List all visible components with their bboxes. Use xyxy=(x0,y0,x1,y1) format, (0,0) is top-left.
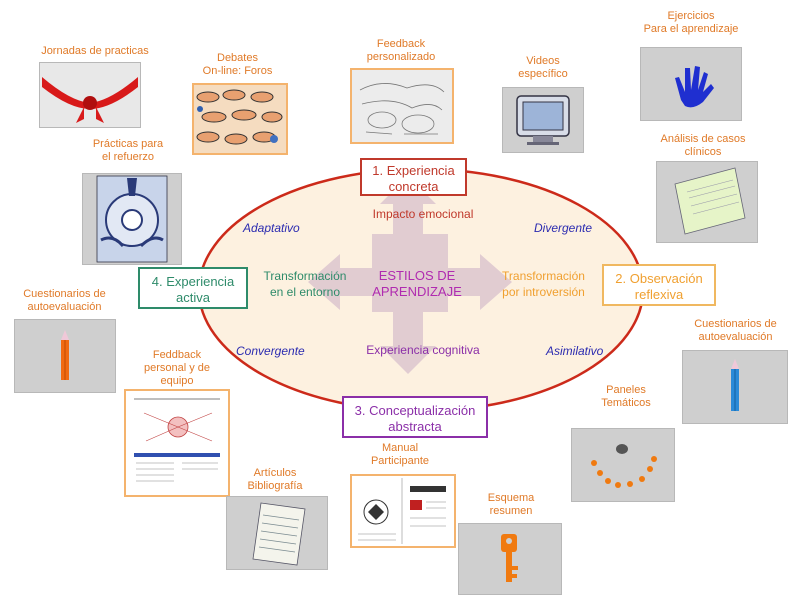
paneles-thumb[interactable] xyxy=(571,428,675,502)
axis-label-left-line1: Transformación xyxy=(263,269,347,283)
axis-label-right-line2: por introversión xyxy=(502,285,585,299)
phase-concreta-line2: concreta xyxy=(388,179,439,194)
axis-label-right: Transformación por introversión xyxy=(486,268,601,300)
esquema-thumb[interactable] xyxy=(458,523,562,595)
phase-concreta: 1. Experiencia concreta xyxy=(360,158,467,196)
axis-label-right-line1: Transformación xyxy=(502,269,585,283)
mindmap-icon xyxy=(126,391,228,495)
workbench-icon xyxy=(96,175,168,263)
feedback-equipo-caption-line3: equipo xyxy=(160,375,194,387)
videos-caption-line2: específico xyxy=(518,68,568,80)
center-title-line1: ESTILOS DE xyxy=(378,268,456,283)
analisis-caption-line1: Análisis de casos xyxy=(660,133,746,145)
esquema-caption: Esquema resumen xyxy=(476,492,546,518)
phase-activa-line1: 4. Experiencia xyxy=(151,274,235,289)
axis-label-top: Impacto emocional xyxy=(372,207,474,221)
article-icon xyxy=(252,502,306,566)
axis-label-bottom: Experiencia cognitiva xyxy=(366,343,480,357)
ribbon-icon xyxy=(42,77,138,123)
ejercicios-caption-line2: Para el aprendizaje xyxy=(643,23,739,35)
paneles-caption: Paneles Temáticos xyxy=(586,384,666,410)
phase-abstracta-line1: 3. Conceptualización xyxy=(354,403,476,418)
articulos-caption-line1: Artículos xyxy=(253,467,297,479)
cuestionarios-left-thumb[interactable] xyxy=(14,319,116,393)
ejercicios-caption-line1: Ejercicios xyxy=(667,10,715,22)
document-icon xyxy=(674,167,746,235)
esquema-caption-line1: Esquema xyxy=(487,492,535,504)
debates-caption: Debates On-line: Foros xyxy=(185,52,290,78)
phase-abstracta-line2: abstracta xyxy=(388,419,442,434)
feedback-equipo-caption: Feddback personal y de equipo xyxy=(132,349,222,388)
analisis-thumb[interactable] xyxy=(656,161,758,243)
videos-thumb[interactable] xyxy=(502,87,584,153)
ejercicios-caption: Ejercicios Para el aprendizaje xyxy=(626,10,756,36)
phase-concreta-line1: 1. Experiencia xyxy=(372,163,455,178)
debates-caption-line2: On-line: Foros xyxy=(202,65,273,77)
videos-caption-line1: Videos xyxy=(526,55,560,67)
style-asimilativo: Asimilativo xyxy=(546,344,604,358)
debates-thumb[interactable] xyxy=(192,83,288,155)
feedback-equipo-thumb[interactable] xyxy=(124,389,230,497)
videos-caption: Videos específico xyxy=(498,55,588,81)
articulos-caption: Artículos Bibliografía xyxy=(240,467,310,493)
esquema-caption-line2: resumen xyxy=(489,505,533,517)
practicas-refuerzo-caption-line1: Prácticas para xyxy=(92,138,164,150)
cuestionarios-right-caption: Cuestionarios de autoevaluación xyxy=(683,318,788,344)
feedback-personalizado-caption-line2: personalizado xyxy=(366,51,436,63)
smiley-icon xyxy=(591,444,657,488)
center-title: ESTILOS DE APRENDIZAJE xyxy=(352,268,482,300)
practicas-refuerzo-thumb[interactable] xyxy=(82,173,182,265)
feedback-equipo-caption-line1: Feddback xyxy=(152,349,202,361)
practicas-refuerzo-caption: Prácticas para el refuerzo xyxy=(78,138,178,164)
articulos-thumb[interactable] xyxy=(226,496,328,570)
feedback-personalizado-caption: Feedback personalizado xyxy=(346,38,456,64)
pencil-icon xyxy=(61,330,69,380)
articulos-caption-line2: Bibliografía xyxy=(247,480,303,492)
feedback-personalizado-caption-line1: Feedback xyxy=(376,38,426,50)
axis-label-left-line2: en el entorno xyxy=(269,285,341,299)
feedback-personalizado-thumb[interactable] xyxy=(350,68,454,144)
jornadas-thumb[interactable] xyxy=(39,62,141,128)
cuestionarios-right-thumb[interactable] xyxy=(682,350,788,424)
cuestionarios-right-caption-line1: Cuestionarios de xyxy=(694,318,777,330)
phase-activa-line2: activa xyxy=(176,290,210,305)
manual-caption: Manual Participante xyxy=(360,442,440,468)
manual-caption-line2: Participante xyxy=(370,455,430,467)
hand-icon xyxy=(675,66,714,108)
feedback-equipo-caption-line2: personal y de xyxy=(143,362,211,374)
pencil-icon xyxy=(731,359,739,411)
center-title-line2: APRENDIZAJE xyxy=(372,284,462,299)
lips-collage-icon xyxy=(194,85,286,153)
manual-icon xyxy=(352,476,454,546)
phase-reflexiva-line1: 2. Observación xyxy=(615,271,703,286)
practicas-refuerzo-caption-line2: el refuerzo xyxy=(102,151,154,163)
cross-arrows-icon xyxy=(308,176,512,374)
sketch-icon xyxy=(352,70,452,142)
jornadas-caption: Jornadas de practicas xyxy=(25,45,165,58)
phase-reflexiva-line2: reflexiva xyxy=(634,287,684,302)
style-convergente: Convergente xyxy=(236,344,305,358)
cuestionarios-left-caption-line1: Cuestionarios de xyxy=(23,288,106,300)
phase-abstracta: 3. Conceptualización abstracta xyxy=(342,396,488,438)
manual-thumb[interactable] xyxy=(350,474,456,548)
axis-label-left: Transformación en el entorno xyxy=(250,268,360,300)
key-icon xyxy=(501,534,518,582)
paneles-caption-line1: Paneles xyxy=(606,384,646,396)
ejercicios-thumb[interactable] xyxy=(640,47,742,121)
style-adaptativo: Adaptativo xyxy=(243,221,300,235)
monitor-icon xyxy=(516,95,570,145)
cuestionarios-left-caption-line2: autoevaluación xyxy=(27,301,102,313)
debates-caption-line1: Debates xyxy=(217,52,258,64)
phase-activa: 4. Experiencia activa xyxy=(138,267,248,309)
style-divergente: Divergente xyxy=(534,221,593,235)
phase-reflexiva: 2. Observación reflexiva xyxy=(602,264,716,306)
cuestionarios-left-caption: Cuestionarios de autoevaluación xyxy=(12,288,117,314)
jornadas-caption-line1: Jornadas de practicas xyxy=(41,45,149,57)
analisis-caption-line2: clínicos xyxy=(684,146,722,158)
cuestionarios-right-caption-line2: autoevaluación xyxy=(698,331,773,343)
analisis-caption: Análisis de casos clínicos xyxy=(648,133,758,159)
manual-caption-line1: Manual xyxy=(381,442,419,454)
paneles-caption-line2: Temáticos xyxy=(601,397,651,409)
